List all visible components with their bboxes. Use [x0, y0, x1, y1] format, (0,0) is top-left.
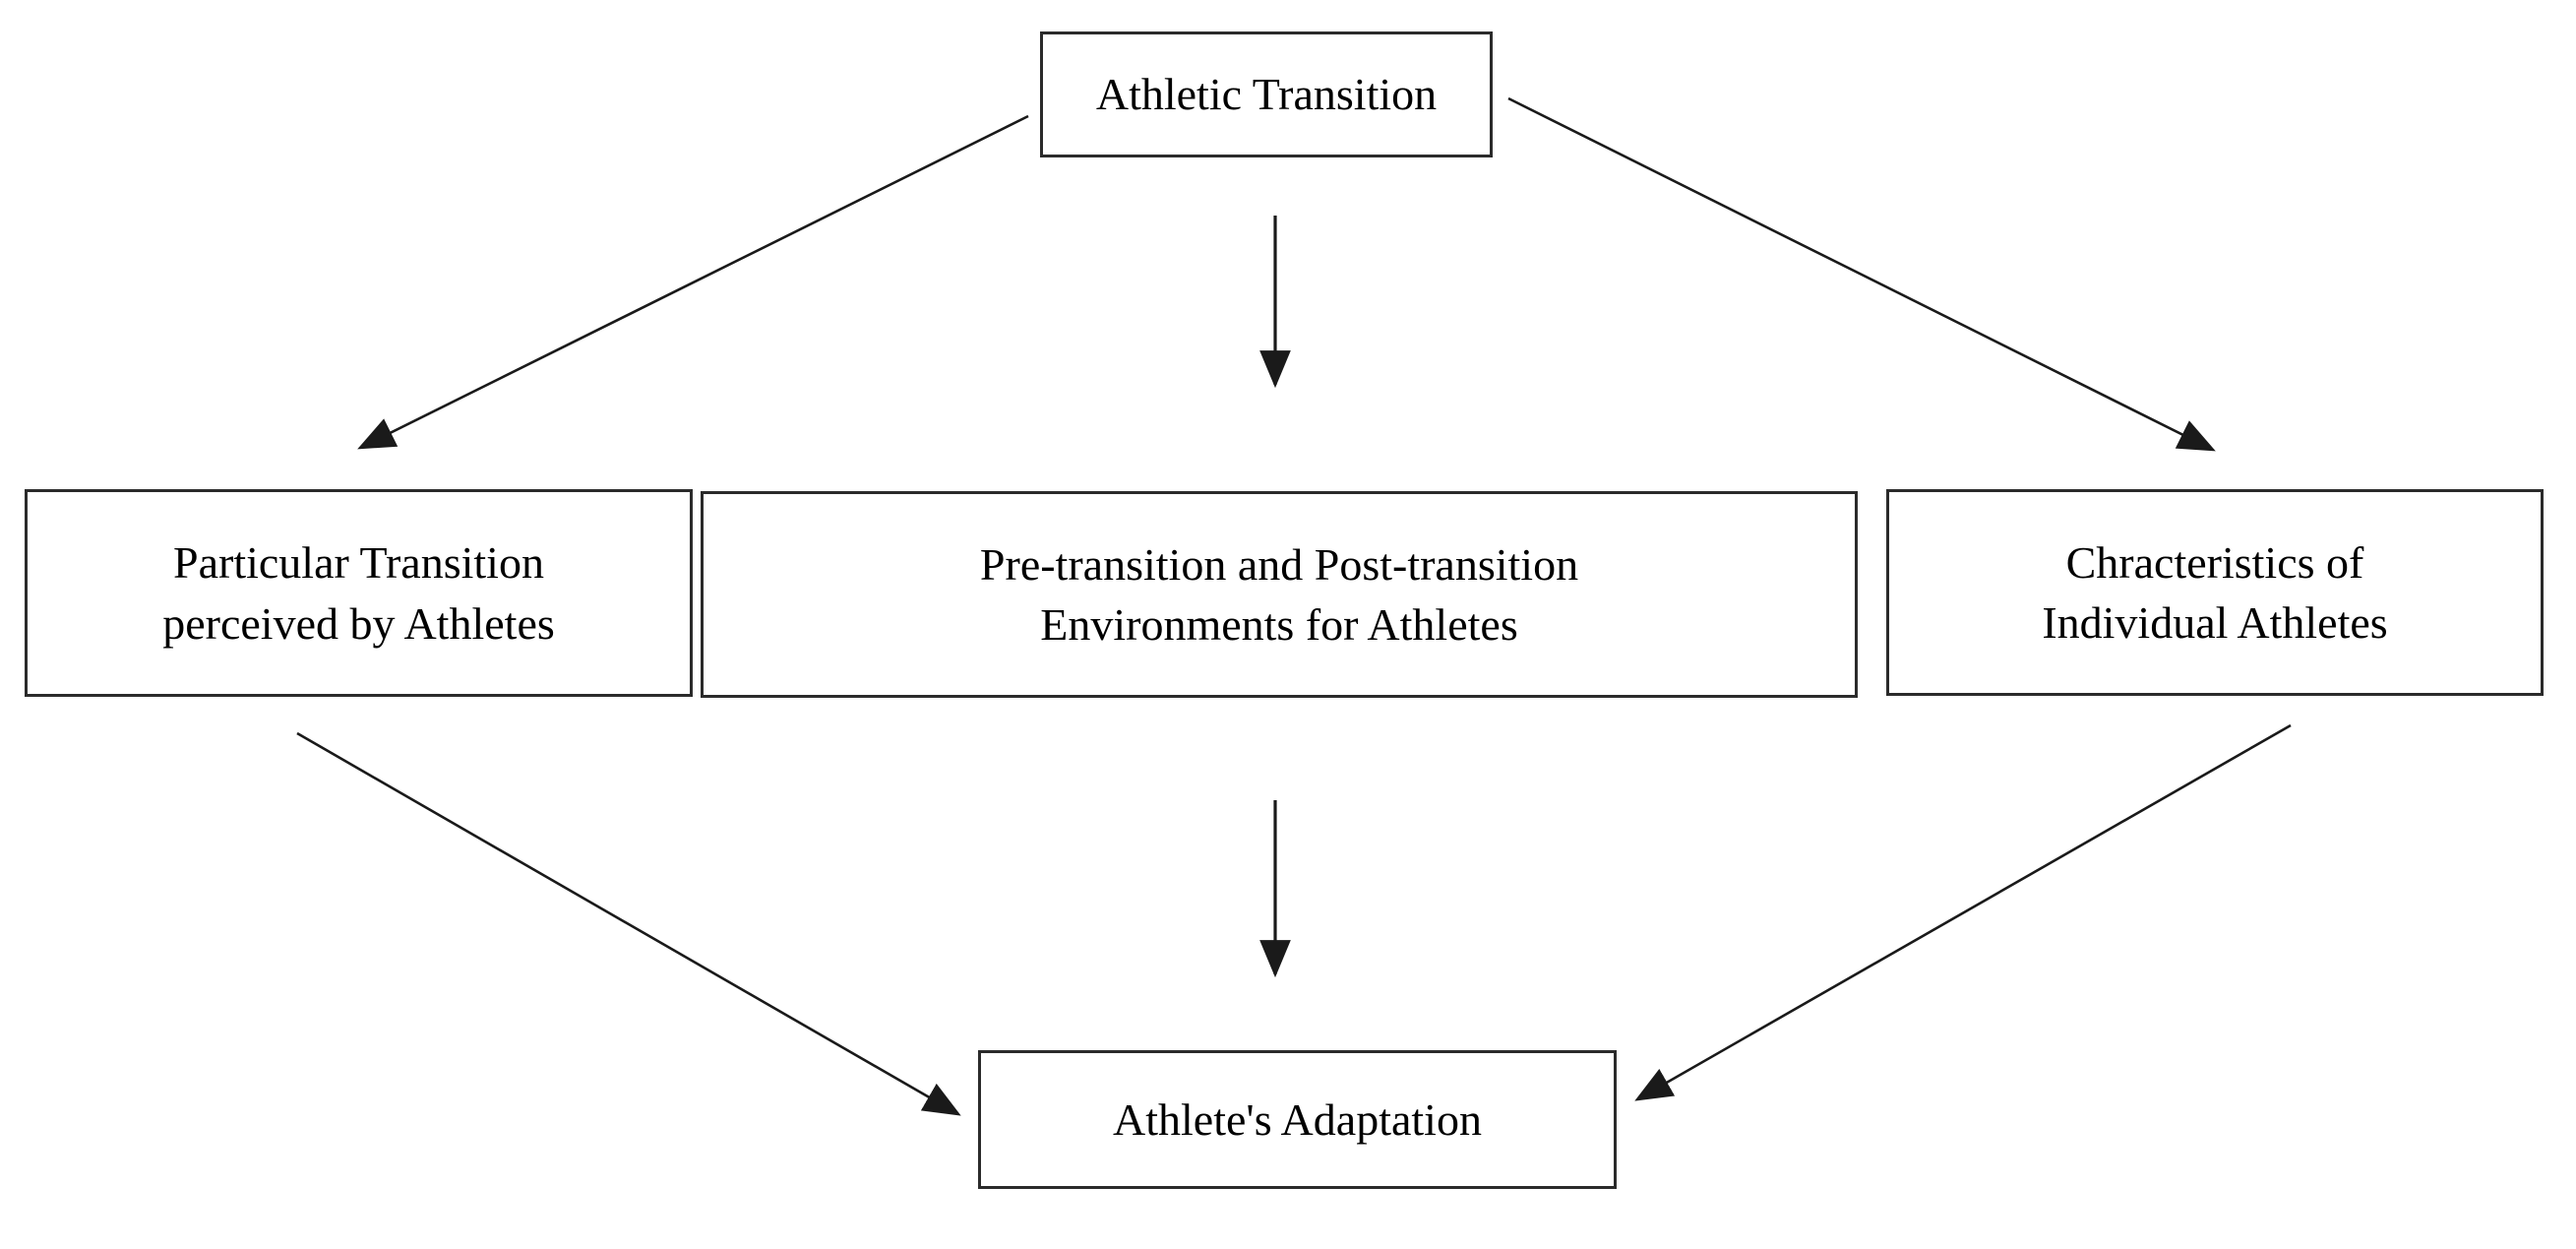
- node-adaptation: Athlete's Adaptation: [978, 1050, 1617, 1189]
- node-environments-label: Pre-transition and Post-transition Envir…: [979, 538, 1579, 650]
- arrow-particular-to-adaptation: [296, 731, 961, 1116]
- node-characteristics: Chracteristics of Individual Athletes: [1886, 489, 2544, 696]
- arrow-transition-to-particular: [357, 114, 1029, 450]
- node-athletic-transition-label: Athletic Transition: [1095, 69, 1438, 120]
- node-athletic-transition: Athletic Transition: [1040, 31, 1493, 157]
- node-particular-transition-label: Particular Transition perceived by Athle…: [162, 537, 555, 649]
- arrow-transition-to-characteristics: [1507, 96, 2216, 452]
- node-particular-transition: Particular Transition perceived by Athle…: [25, 489, 693, 697]
- arrow-characteristics-to-adaptation: [1634, 723, 2292, 1101]
- node-environments: Pre-transition and Post-transition Envir…: [701, 491, 1858, 698]
- node-adaptation-label: Athlete's Adaptation: [1113, 1093, 1482, 1145]
- node-characteristics-label: Chracteristics of Individual Athletes: [2042, 536, 2388, 648]
